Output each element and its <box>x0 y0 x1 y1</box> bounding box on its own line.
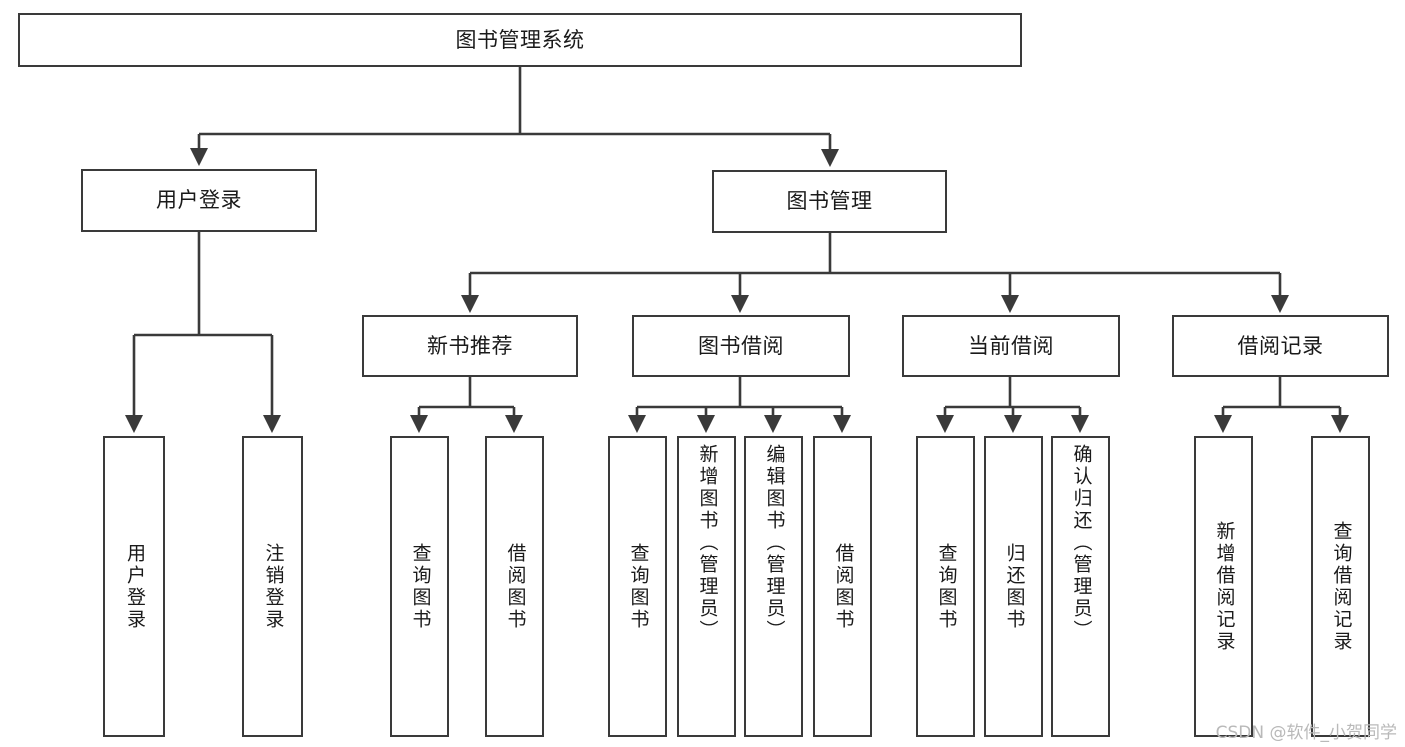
node-label: 确认归还（管理员） <box>1070 444 1093 642</box>
leaf-new-book-query[interactable]: 查询图书 <box>390 436 449 737</box>
node-label: 查询图书 <box>409 542 432 631</box>
node-label: 图书管理系统 <box>455 27 585 52</box>
leaf-book-borrow-query[interactable]: 查询图书 <box>608 436 667 737</box>
leaf-borrow-record-query[interactable]: 查询借阅记录 <box>1311 436 1370 737</box>
leaf-user-login-logout[interactable]: 注销登录 <box>242 436 303 737</box>
node-label: 图书借阅 <box>698 333 784 358</box>
node-label: 当前借阅 <box>968 333 1054 358</box>
leaf-borrow-record-add[interactable]: 新增借阅记录 <box>1194 436 1253 737</box>
leaf-new-book-borrow[interactable]: 借阅图书 <box>485 436 544 737</box>
node-label: 注销登录 <box>262 542 285 631</box>
node-label: 借阅记录 <box>1237 333 1324 358</box>
node-label: 用户登录 <box>156 188 242 213</box>
node-book-borrow[interactable]: 图书借阅 <box>632 315 850 377</box>
node-label: 新增图书（管理员） <box>696 444 719 642</box>
node-label: 借阅图书 <box>832 542 855 631</box>
node-root-book-management-system[interactable]: 图书管理系统 <box>18 13 1022 67</box>
node-user-login[interactable]: 用户登录 <box>81 169 317 232</box>
node-borrow-record[interactable]: 借阅记录 <box>1172 315 1389 377</box>
node-label: 借阅图书 <box>504 542 527 631</box>
node-label: 新增借阅记录 <box>1213 520 1236 653</box>
node-label: 查询图书 <box>935 542 958 631</box>
leaf-book-borrow-edit[interactable]: 编辑图书（管理员） <box>744 436 803 737</box>
leaf-user-login-login[interactable]: 用户登录 <box>103 436 165 737</box>
leaf-book-borrow-borrow[interactable]: 借阅图书 <box>813 436 872 737</box>
leaf-book-borrow-add[interactable]: 新增图书（管理员） <box>677 436 736 737</box>
leaf-current-borrow-query[interactable]: 查询图书 <box>916 436 975 737</box>
node-current-borrow[interactable]: 当前借阅 <box>902 315 1120 377</box>
node-label: 编辑图书（管理员） <box>763 444 786 642</box>
node-label: 图书管理 <box>786 189 873 214</box>
node-book-management[interactable]: 图书管理 <box>712 170 947 233</box>
leaf-current-borrow-confirm-return[interactable]: 确认归还（管理员） <box>1051 436 1110 737</box>
node-label: 用户登录 <box>123 542 146 631</box>
node-label: 新书推荐 <box>427 333 513 358</box>
node-label: 归还图书 <box>1003 542 1026 631</box>
node-label: 查询图书 <box>627 542 650 631</box>
leaf-current-borrow-return[interactable]: 归还图书 <box>984 436 1043 737</box>
node-new-book-recommend[interactable]: 新书推荐 <box>362 315 578 377</box>
node-label: 查询借阅记录 <box>1330 520 1353 653</box>
watermark: CSDN @软件_小贺同学 <box>1215 723 1397 743</box>
